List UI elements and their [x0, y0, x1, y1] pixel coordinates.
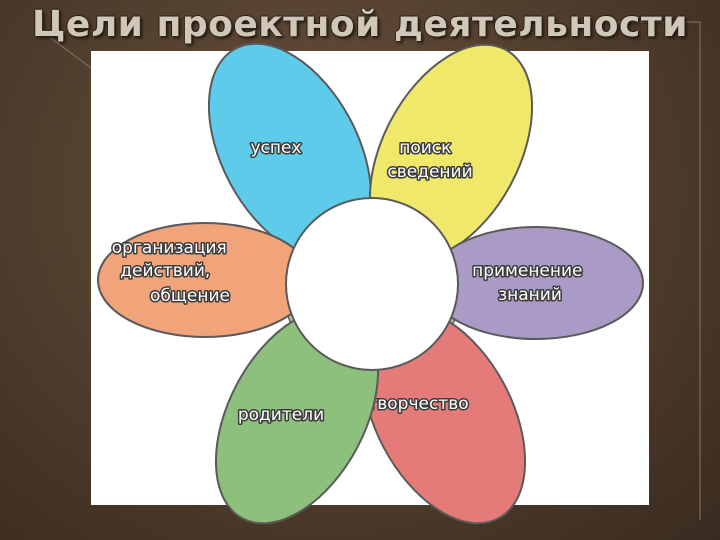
center-circle [285, 197, 459, 371]
slide-title: Цели проектной деятельности [32, 4, 688, 45]
petal-tvorchestvo-label: творчество [367, 394, 468, 414]
petal-poisk-label-line2: сведений [387, 162, 472, 182]
svg-text:успех: успех [250, 138, 301, 158]
petal-organizatsiya-label-line1: организация [112, 238, 227, 258]
petal-primenenie: применение знаний [428, 226, 644, 340]
petal-primenenie-label-line1: применение [472, 261, 582, 281]
petal-primenenie-label-line2: знаний [498, 285, 562, 305]
svg-text:организация действий,: организация действий, общение [112, 238, 232, 306]
petal-organizatsiya-label-line3: общение [150, 286, 230, 306]
svg-text:поиск сведений: поиск сведений [387, 138, 472, 182]
petal-uspekh-label: успех [250, 138, 301, 158]
petal-primenenie-shape [428, 226, 644, 340]
petal-organizatsiya: организация действий, общение [97, 222, 313, 338]
petal-poisk-label-line1: поиск [399, 138, 451, 158]
petal-uspekh: успех [207, 42, 373, 260]
petal-organizatsiya-label-line2: действий, [120, 261, 210, 281]
petal-roditeli-label: родители [238, 405, 324, 425]
petal-poisk: поиск сведений [368, 43, 534, 261]
svg-text:родители: родители [238, 405, 324, 425]
svg-text:применение знаний: применение знаний [472, 261, 588, 305]
svg-text:творчество: творчество [367, 394, 468, 414]
